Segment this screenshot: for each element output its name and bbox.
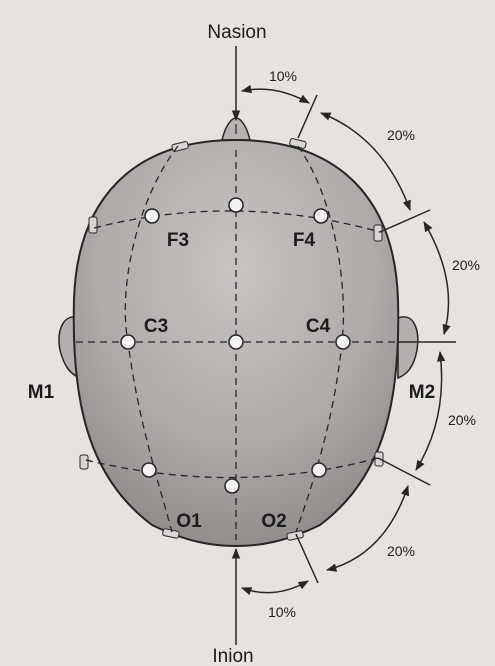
occipital-arc-dashed — [85, 457, 379, 479]
electrode-f3 — [144, 208, 160, 224]
interval-label-top-10: 10% — [269, 68, 297, 84]
inion-label: Inion — [212, 646, 253, 666]
arc-bottom-10 — [241, 580, 309, 596]
rim-tabs — [79, 138, 384, 541]
electrode-label-f4: F4 — [293, 230, 316, 251]
electrode-sites — [120, 197, 351, 494]
measurement-ticks — [295, 94, 456, 584]
electrode-label-m2: M2 — [409, 382, 435, 403]
interval-label-lower-20: 20% — [448, 412, 476, 428]
electrode-c4 — [335, 334, 351, 350]
measurement-arcs — [240, 84, 451, 596]
arc-bottom-20 — [325, 485, 409, 572]
arc-upper-20 — [320, 112, 411, 211]
electrode-label-m1: M1 — [28, 382, 55, 403]
electrode-label-o2: O2 — [261, 511, 286, 532]
interval-label-upper-20: 20% — [387, 127, 415, 143]
nasion-label: Nasion — [207, 22, 266, 43]
electrode-label-c3: C3 — [144, 316, 168, 337]
electrode-label-f3: F3 — [167, 230, 189, 251]
electrode-cz — [228, 334, 244, 350]
arc-lower-20 — [415, 350, 446, 471]
electrode-pz — [224, 478, 240, 494]
electrode-fz — [228, 197, 244, 213]
right-ear — [397, 316, 419, 380]
interval-label-bottom-10: 10% — [268, 604, 296, 620]
arc-top-10 — [240, 84, 310, 104]
electrode-label-c4: C4 — [306, 316, 331, 337]
electrode-p3 — [141, 462, 157, 478]
electrode-c3 — [120, 334, 136, 350]
interval-label-bottom-20: 20% — [387, 543, 415, 559]
interval-label-mid-20: 20% — [452, 257, 480, 273]
frontal-arc-dashed — [93, 210, 381, 233]
electrode-f4 — [313, 208, 329, 224]
arc-mid-20 — [423, 221, 451, 336]
electrode-label-o1: O1 — [176, 511, 202, 532]
electrode-p4 — [311, 462, 327, 478]
